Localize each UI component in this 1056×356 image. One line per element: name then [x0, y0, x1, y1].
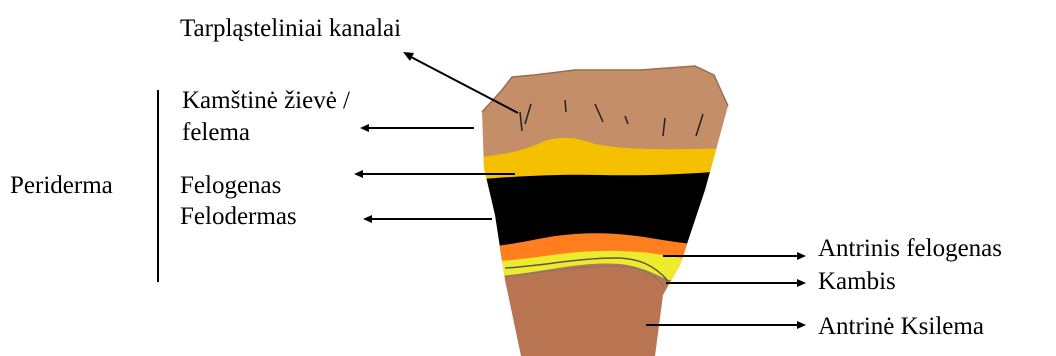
bark-cross-section: [470, 60, 740, 356]
label-cambium: Kambis: [818, 267, 896, 297]
arrow-intercellular-channels: [403, 52, 518, 113]
label-phelloderm: Felodermas: [180, 202, 297, 232]
arrow-phelloderm: [363, 215, 492, 223]
label-intercellular-channels: Tarpląsteliniai kanalai: [180, 14, 401, 44]
channel-mark: [565, 100, 566, 112]
label-cork-line2: felema: [182, 118, 250, 148]
label-phellogen: Felogenas: [180, 171, 281, 201]
arrow-secondary-phellogen: [663, 252, 806, 260]
label-cork-line1: Kamštinė žievė /: [182, 86, 350, 116]
arrow-cambium: [666, 279, 806, 287]
arrow-cork: [360, 124, 474, 132]
label-periderm: Periderma: [10, 171, 113, 201]
label-secondary-phellogen: Antrinis felogenas: [818, 234, 1002, 264]
arrow-secondary-xylem: [646, 321, 806, 329]
label-secondary-xylem: Antrinė Ksilema: [818, 312, 984, 342]
